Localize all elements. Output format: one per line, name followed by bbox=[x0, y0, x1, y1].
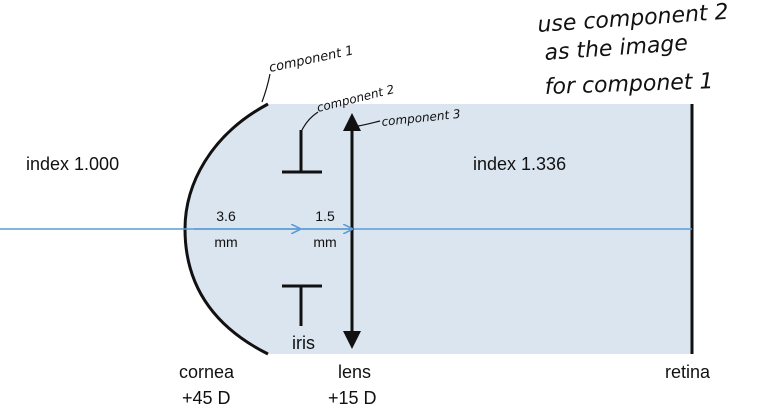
iris-lower bbox=[282, 284, 322, 326]
component-3-leader bbox=[357, 120, 381, 127]
iris-label: iris bbox=[292, 333, 315, 353]
note-line-3: for componet 1 bbox=[544, 69, 714, 100]
component-1-label: component 1 bbox=[268, 43, 355, 76]
note-line-1: use component 2 bbox=[537, 0, 730, 38]
distance-1-unit: mm bbox=[214, 234, 237, 250]
distance-2-value: 1.5 bbox=[315, 208, 335, 224]
note-line-2: as the image bbox=[544, 31, 689, 66]
outside-index-label: index 1.000 bbox=[26, 154, 119, 174]
retina-label: retina bbox=[665, 362, 711, 382]
cornea-power: +45 D bbox=[182, 388, 231, 408]
component-1-leader bbox=[261, 73, 271, 103]
component-2-leader bbox=[301, 111, 319, 131]
iris-upper bbox=[282, 130, 322, 174]
distance-1-value: 3.6 bbox=[216, 208, 236, 224]
lens-power: +15 D bbox=[328, 388, 377, 408]
cornea-label: cornea bbox=[179, 362, 235, 382]
distance-2-unit: mm bbox=[313, 234, 336, 250]
lens-label: lens bbox=[338, 362, 371, 382]
inside-index-label: index 1.336 bbox=[473, 154, 566, 174]
